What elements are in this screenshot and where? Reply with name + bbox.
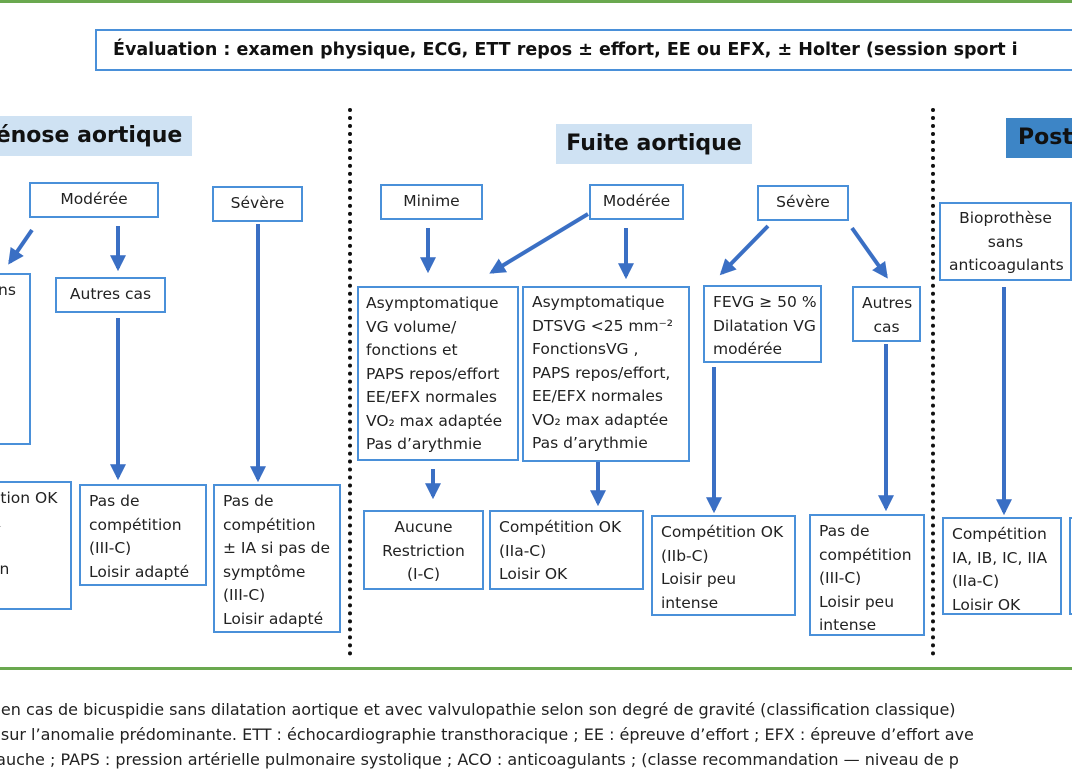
fuite-severe-box: Sévère	[757, 185, 849, 221]
caption-line-1: e en cas de bicuspidie sans dilatation a…	[0, 700, 956, 719]
stenose-severe-box: Sévère	[212, 186, 303, 222]
evaluation-banner: Évaluation : examen physique, ECG, ETT r…	[95, 29, 1072, 71]
section-divider-right	[931, 108, 935, 656]
stenose-aortique-header: énose aortique	[0, 116, 192, 156]
fuite-criteria-1-box: Asymptomatique VG volume/ fonctions et P…	[357, 286, 519, 461]
stenose-pas-competition-severe-box: Pas de compétition ± IA si pas de symptô…	[213, 484, 341, 633]
stenose-pas-competition-box: Pas de compétition (III-C) Loisir adapté	[79, 484, 207, 586]
stenose-partial-box: ns	[0, 273, 31, 445]
post-competition-box: Compétition IA, IB, IC, IIA (IIa-C) Lois…	[942, 517, 1062, 615]
fuite-competition-iia-box: Compétition OK (IIa-C) Loisir OK	[489, 510, 644, 590]
arrow-severe-to-autres-cas	[850, 226, 888, 279]
arrow-moderee-to-partial	[8, 228, 34, 265]
bottom-rule	[0, 667, 1072, 670]
stenose-competition-partial-box: tition OK A on	[0, 481, 72, 610]
fuite-competition-iib-box: Compétition OK (IIb-C) Loisir peu intens…	[651, 515, 796, 616]
section-divider-left	[348, 108, 352, 656]
caption-line-2: a sur l’anomalie prédominante. ETT : éch…	[0, 725, 974, 744]
fuite-minime-box: Minime	[380, 184, 483, 220]
top-rule	[0, 0, 1072, 3]
post-partial-box	[1069, 517, 1072, 615]
fuite-aucune-restriction-box: Aucune Restriction (I-C)	[363, 510, 484, 590]
fuite-aortique-header: Fuite aortique	[556, 124, 752, 164]
arrow-severe-to-fevg	[719, 224, 770, 276]
caption-line-3: gauche ; PAPS : pression artérielle pulm…	[0, 750, 959, 769]
post-header: Post	[1006, 118, 1072, 158]
fuite-moderee-box: Modérée	[589, 184, 684, 220]
fuite-fevg-box: FEVG ≥ 50 % Dilatation VG modérée	[703, 285, 822, 363]
fuite-autres-cas-box: Autres cas	[852, 286, 921, 342]
post-bioprothese-box: Bioprothèse sans anticoagulants	[939, 202, 1072, 281]
stenose-moderee-box: Modérée	[29, 182, 159, 218]
stenose-autres-cas-box: Autres cas	[55, 277, 166, 313]
arrow-moderee-to-criteria-1	[489, 212, 590, 274]
fuite-pas-competition-box: Pas de compétition (III-C) Loisir peu in…	[809, 514, 925, 636]
fuite-criteria-2-box: Asymptomatique DTSVG <25 mm⁻² FonctionsV…	[522, 286, 690, 462]
